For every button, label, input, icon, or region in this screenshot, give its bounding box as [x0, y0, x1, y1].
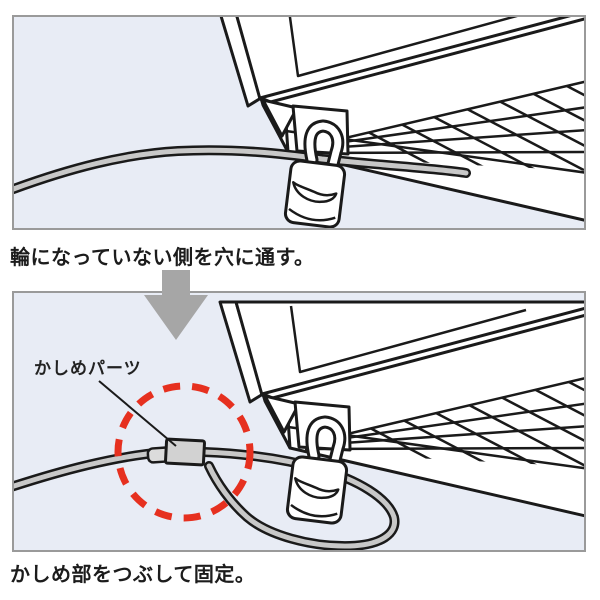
- crimp-part: [146, 437, 207, 467]
- step-1-panel: [12, 15, 586, 230]
- crimp-part-label: かしめパーツ: [34, 359, 142, 378]
- step-1-caption: 輪になっていない側を穴に通す。: [10, 247, 315, 269]
- step-2-panel: かしめパーツ: [12, 291, 586, 552]
- laptop-illustration: [218, 17, 584, 221]
- highlight-circle-icon: [114, 382, 254, 522]
- step-1-illustration: [14, 17, 584, 228]
- step-2-illustration: [14, 293, 584, 550]
- step-2-caption: かしめ部をつぶして固定。: [10, 564, 256, 586]
- laptop-illustration: [220, 302, 584, 517]
- leader-line: [98, 380, 177, 447]
- security-cable: [14, 145, 471, 195]
- down-arrow-icon: [144, 270, 208, 341]
